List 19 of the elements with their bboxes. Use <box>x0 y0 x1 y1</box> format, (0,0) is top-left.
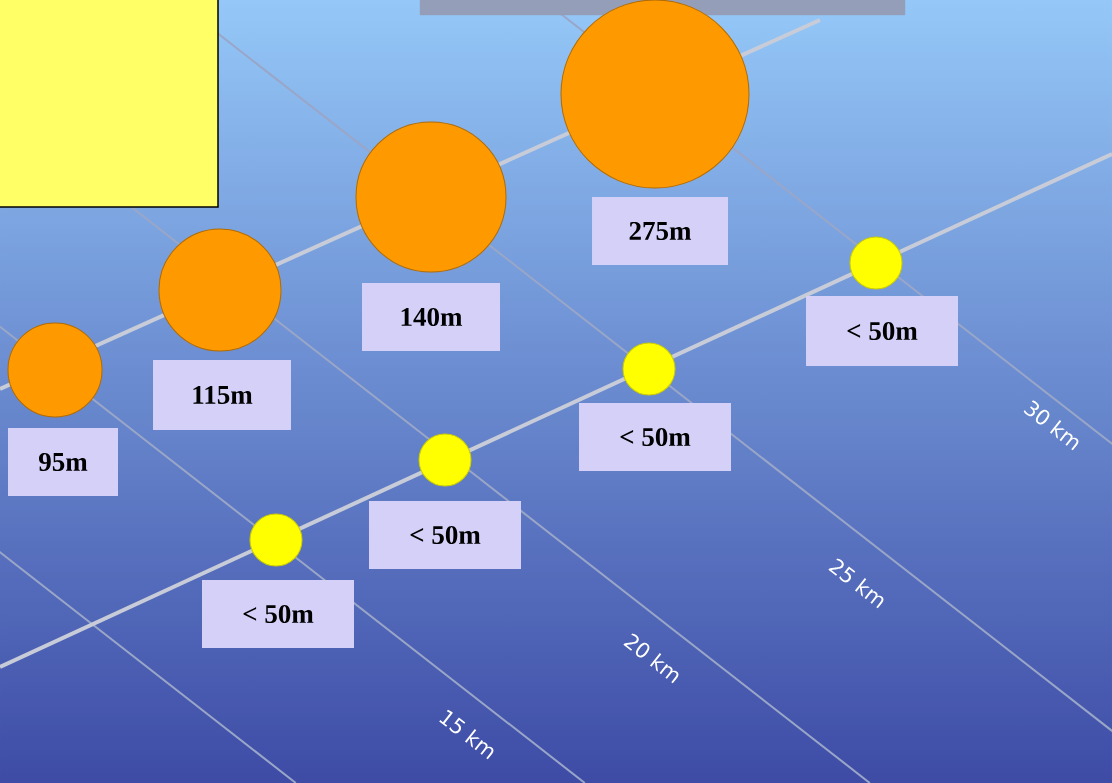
marker-dot <box>418 433 472 487</box>
size-circle <box>158 228 282 352</box>
distance-label: 30 km <box>1023 400 1079 451</box>
size-circle <box>7 322 103 418</box>
value-tag: 95m <box>8 428 118 496</box>
value-tag: < 50m <box>202 580 354 648</box>
distance-label: 20 km <box>623 633 679 684</box>
value-tag: < 50m <box>806 296 958 366</box>
size-circle <box>355 121 507 273</box>
value-tag: 140m <box>362 283 500 351</box>
value-tag: < 50m <box>369 501 521 569</box>
value-tag: < 50m <box>579 403 731 471</box>
marker-dot <box>249 513 303 567</box>
distance-label: 15 km <box>439 709 494 760</box>
value-tag: 115m <box>153 360 291 430</box>
distance-label: 25 km <box>828 558 884 609</box>
marker-dot <box>622 342 676 396</box>
value-tag: 275m <box>592 197 728 265</box>
marker-dot <box>849 236 903 290</box>
